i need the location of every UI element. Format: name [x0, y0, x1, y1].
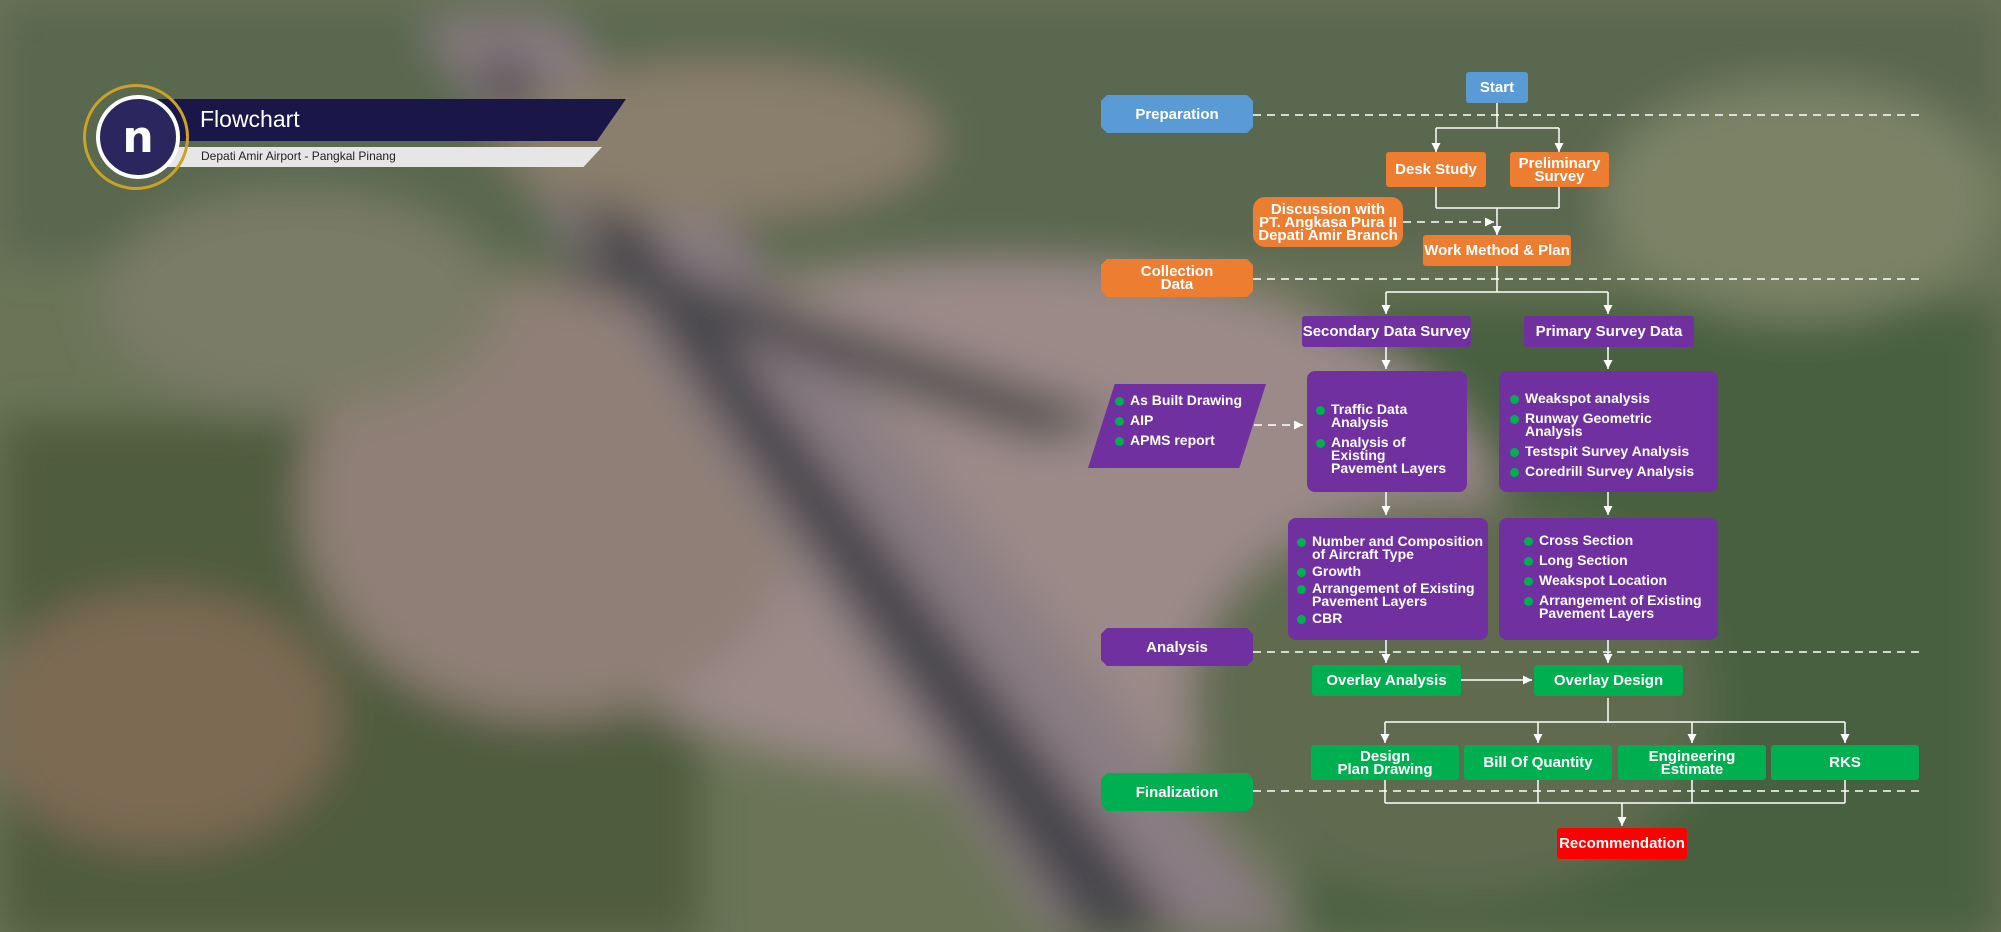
- primary-result-item: Weakspot Location: [1524, 573, 1712, 587]
- overlay-analysis-node: Overlay Analysis: [1312, 665, 1461, 696]
- primary-analysis-item: Runway Geometric Analysis: [1510, 411, 1712, 438]
- page-title: Flowchart: [200, 106, 300, 132]
- preliminary-survey-node: Preliminary Survey: [1510, 152, 1609, 187]
- stage-collection-data: Collection Data: [1101, 259, 1253, 297]
- rks-node: RKS: [1771, 745, 1919, 780]
- bill-of-quantity-node: Bill Of Quantity: [1464, 745, 1612, 780]
- secondary-data-survey-node: Secondary Data Survey: [1302, 316, 1471, 347]
- stage-analysis: Analysis: [1101, 628, 1253, 666]
- secondary-analysis-box: Traffic Data Analysis Analysis of Existi…: [1307, 371, 1467, 492]
- desk-study-node: Desk Study: [1386, 152, 1486, 187]
- secondary-result-item: Growth: [1297, 564, 1484, 578]
- input-item: As Built Drawing: [1115, 393, 1256, 407]
- secondary-analysis-item: Traffic Data Analysis: [1316, 402, 1461, 429]
- page-subtitle: Depati Amir Airport - Pangkal Pinang: [201, 149, 396, 163]
- primary-result-item: Cross Section: [1524, 533, 1712, 547]
- input-documents-box: As Built Drawing AIP APMS report: [1088, 384, 1266, 468]
- work-method-plan-node: Work Method & Plan: [1423, 235, 1571, 266]
- secondary-results-box: Number and Composition of Aircraft Type …: [1288, 518, 1488, 640]
- header-subtitle-bar: [140, 147, 602, 167]
- overlay-design-node: Overlay Design: [1534, 665, 1683, 696]
- recommendation-node: Recommendation: [1557, 828, 1687, 859]
- stage-finalization: Finalization: [1101, 773, 1253, 811]
- primary-analysis-item: Testspit Survey Analysis: [1510, 444, 1712, 458]
- primary-result-item: Long Section: [1524, 553, 1712, 567]
- input-item: APMS report: [1115, 433, 1256, 447]
- company-logo: [96, 95, 180, 179]
- input-item: AIP: [1115, 413, 1256, 427]
- logo-letter: n: [122, 111, 154, 163]
- secondary-result-item: Number and Composition of Aircraft Type: [1297, 533, 1484, 562]
- primary-analysis-box: Weakspot analysis Runway Geometric Analy…: [1499, 371, 1718, 492]
- primary-results-box: Cross Section Long Section Weakspot Loca…: [1499, 518, 1718, 640]
- primary-analysis-item: Weakspot analysis: [1510, 391, 1712, 405]
- stage-preparation: Preparation: [1101, 95, 1253, 133]
- header-banner: [140, 99, 626, 141]
- primary-result-item: Arrangement of Existing Pavement Layers: [1524, 593, 1712, 620]
- design-plan-drawing-node: Design Plan Drawing: [1311, 745, 1459, 780]
- engineering-estimate-node: Engineering Estimate: [1618, 745, 1766, 780]
- discussion-node: Discussion with PT. Angkasa Pura II Depa…: [1253, 197, 1403, 247]
- secondary-result-item: CBR: [1297, 611, 1484, 625]
- primary-analysis-item: Coredrill Survey Analysis: [1510, 464, 1712, 478]
- primary-survey-data-node: Primary Survey Data: [1524, 316, 1694, 347]
- secondary-result-item: Arrangement of Existing Pavement Layers: [1297, 581, 1484, 608]
- logo-ring: [83, 84, 189, 190]
- start-node: Start: [1466, 72, 1528, 103]
- secondary-analysis-item: Analysis of Existing Pavement Layers: [1316, 435, 1461, 475]
